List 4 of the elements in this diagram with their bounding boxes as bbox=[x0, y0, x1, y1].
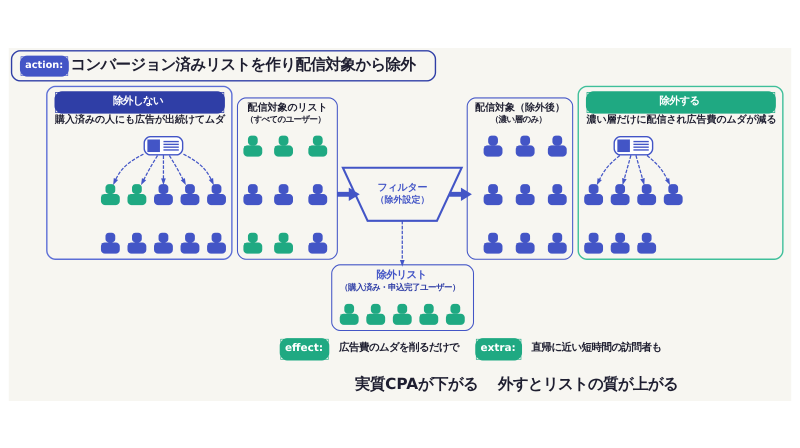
label: 実質CPAが下がる bbox=[355, 374, 478, 392]
label: 外すとリストの質が上がる bbox=[498, 374, 678, 392]
label: 広告費のムダを削るだけで bbox=[339, 341, 460, 354]
label: 直帰に近い短時間の訪問者も bbox=[531, 341, 662, 354]
